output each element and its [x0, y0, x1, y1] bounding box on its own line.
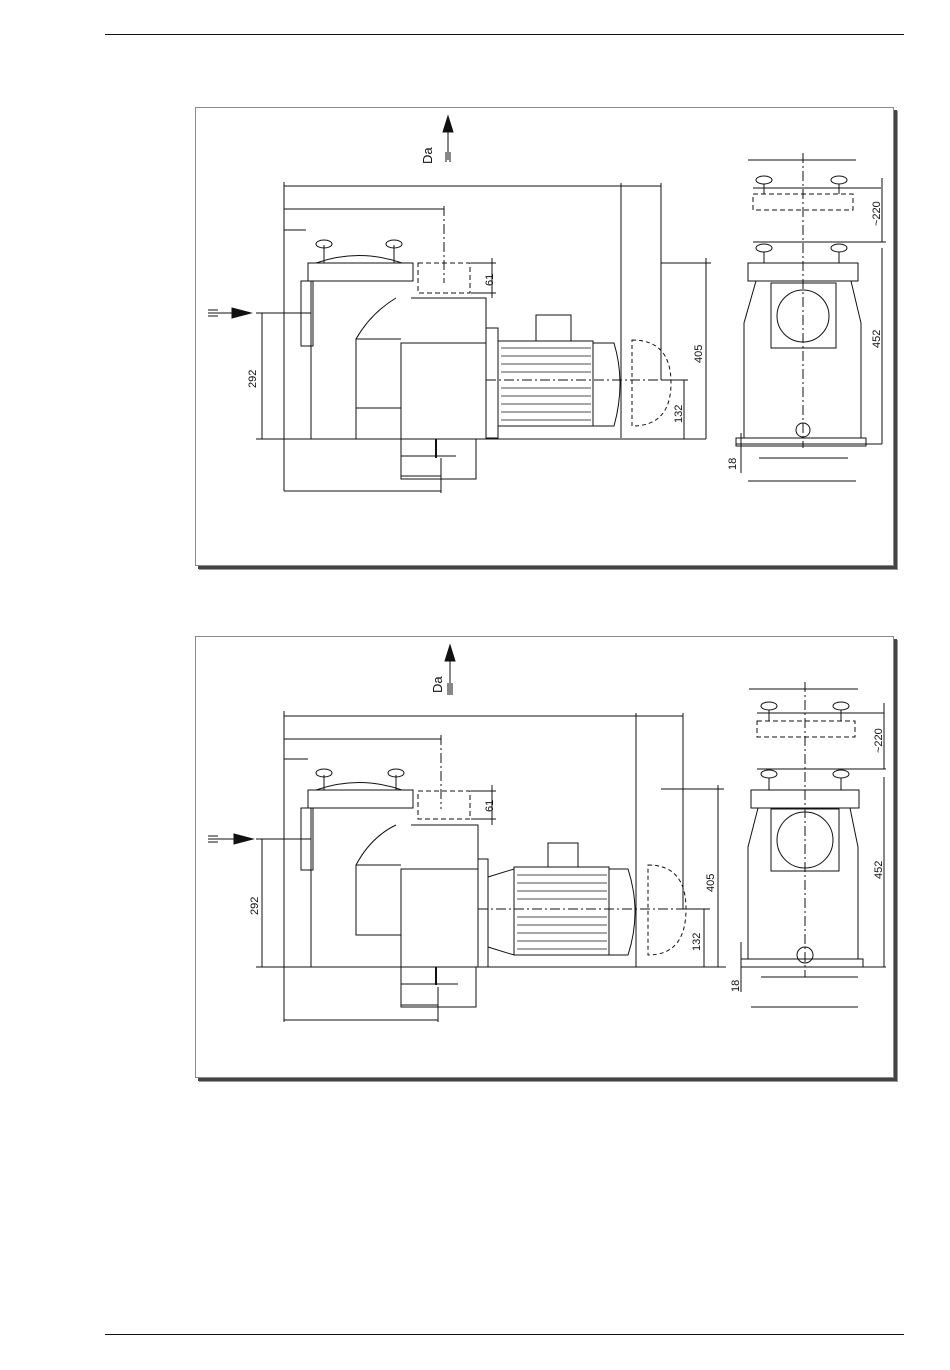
dim-overall-height: 405: [693, 345, 705, 363]
pump-body: [301, 790, 478, 1007]
footer-rule: [105, 1334, 904, 1335]
dim-outlet-offset: 61: [484, 274, 496, 286]
lid-knob-icon: [316, 769, 404, 790]
dim-lid-clearance: ~220: [871, 201, 883, 226]
dim-shaft-height: 132: [691, 933, 703, 951]
side-view: [741, 682, 886, 1007]
inlet-arrow-icon: [208, 308, 251, 318]
pump-dimension-drawing: Da 292 61 405 132 ~220 452 18: [196, 637, 893, 1077]
dim-foot-height: 18: [730, 980, 742, 992]
pump-body: [301, 263, 486, 479]
motor: [486, 315, 671, 438]
outlet-arrow-icon: [443, 116, 453, 162]
pump-dimension-drawing: Da 292 61 405 132 ~220 452 18: [196, 108, 893, 565]
outlet-arrow-icon: [445, 645, 455, 695]
side-view: [736, 153, 886, 481]
lid-knob-icon: [316, 240, 402, 263]
dim-lid-clearance: ~220: [873, 728, 885, 753]
dim-outlet-offset: 61: [484, 800, 496, 812]
dim-shaft-height: 132: [673, 405, 685, 423]
dim-side-height: 452: [871, 330, 883, 348]
header-rule: [105, 34, 904, 35]
drawing-panel-top: Da 292 61 405 132 ~220 452 18: [195, 107, 894, 566]
dim-inlet-height: 292: [249, 897, 261, 915]
outlet-label: Da: [420, 147, 435, 164]
inlet-arrow-icon: [208, 834, 253, 844]
outlet-label: Da: [430, 676, 445, 693]
dim-overall-height: 405: [705, 874, 717, 892]
side-lid-knob-icon: [756, 176, 847, 263]
dim-foot-height: 18: [727, 458, 739, 470]
drawing-panel-bottom: Da 292 61 405 132 ~220 452 18: [195, 636, 894, 1078]
dim-side-height: 452: [873, 861, 885, 879]
dim-inlet-height: 292: [247, 370, 259, 388]
motor: [478, 843, 686, 967]
